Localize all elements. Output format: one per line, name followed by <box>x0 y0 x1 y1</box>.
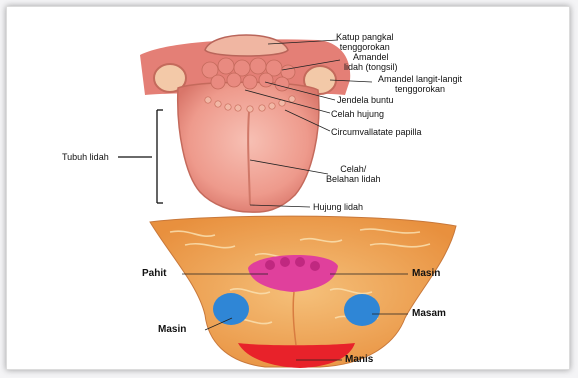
label-masin-right: Masin <box>412 268 440 279</box>
label-tubuh-lidah: Tubuh lidah <box>62 152 109 162</box>
tubuh-lidah-bracket <box>118 110 163 203</box>
label-circumvallatate-papilla: Circumvallatate papilla <box>331 127 422 137</box>
label-katup-pangkal: Katup pangkal tenggorokan <box>336 32 394 52</box>
label-masam: Masam <box>412 308 446 319</box>
label-masin-left: Masin <box>158 324 186 335</box>
sour-zone-right <box>344 294 380 326</box>
sour-zone-left <box>213 293 249 325</box>
label-amandel-langit: Amandel langit-langit tenggorokan <box>378 74 462 94</box>
taste-map-tongue <box>150 216 456 368</box>
label-hujung-lidah: Hujung lidah <box>313 202 363 212</box>
label-amandel-lidah: Amandel lidah (tongsil) <box>344 52 398 72</box>
epiglottis <box>205 35 288 56</box>
label-pahit: Pahit <box>142 268 166 279</box>
label-jendela-buntu: Jendela buntu <box>337 95 394 105</box>
label-celah-belahan: Celah/ Belahan lidah <box>326 164 381 184</box>
label-celah-hujung: Celah hujung <box>331 109 384 119</box>
anatomy-tongue <box>140 35 350 212</box>
label-manis: Manis <box>345 354 373 365</box>
